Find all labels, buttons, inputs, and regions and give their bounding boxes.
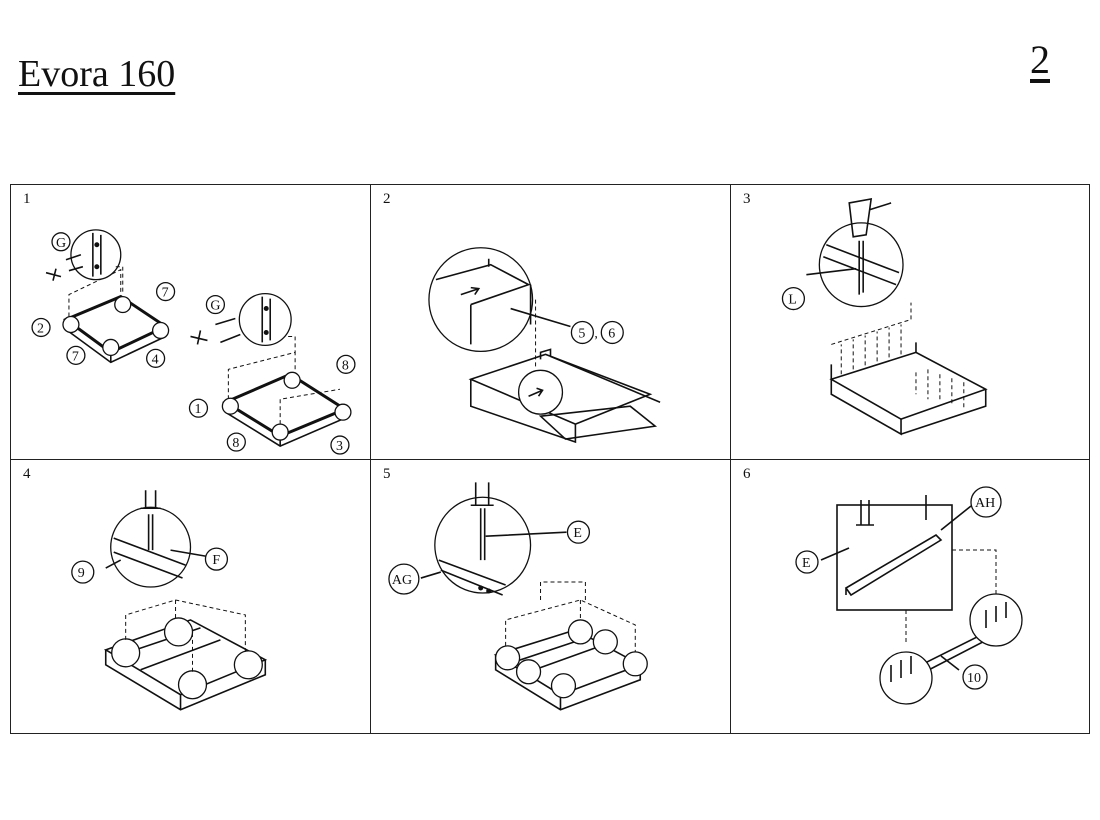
part-label-8: 8: [232, 436, 239, 451]
part-label-E: E: [573, 526, 582, 541]
part-label-G: G: [210, 299, 220, 314]
part-label-F: F: [212, 553, 220, 568]
step-3-illustration: L: [781, 197, 988, 436]
step-1-illustration: G 7 2 7 4 G 8 1 8 3: [31, 229, 356, 455]
part-label-8: 8: [342, 358, 349, 373]
step-2-illustration: 5 , 6: [428, 247, 661, 444]
step-4-illustration: 9 F: [71, 490, 268, 711]
step-number: 4: [23, 466, 31, 482]
step-1-panel: 1: [11, 185, 371, 460]
part-label-2: 2: [37, 321, 44, 336]
step-6-illustration: E AH 10: [795, 486, 1023, 705]
step-5-panel: 5 E AG: [371, 460, 731, 733]
part-label-4: 4: [152, 352, 159, 367]
part-label-E: E: [802, 556, 811, 571]
label-separator: ,: [594, 326, 597, 341]
step-6-panel: 6 E AH 10: [731, 460, 1089, 733]
part-label-1: 1: [194, 402, 201, 417]
part-label-3: 3: [336, 439, 343, 454]
step-3-panel: 3 L: [731, 185, 1089, 460]
step-number: 3: [743, 191, 751, 207]
part-label-L: L: [788, 293, 797, 308]
part-label-AG: AG: [392, 573, 412, 588]
part-label-5: 5: [578, 326, 585, 341]
part-label-G: G: [56, 236, 66, 251]
part-label-AH: AH: [975, 496, 995, 511]
document-title: Evora 160: [18, 53, 176, 95]
step-number: 5: [383, 466, 391, 482]
instruction-grid: 1: [10, 184, 1090, 734]
step-2-panel: 2 5 , 6: [371, 185, 731, 460]
part-label-10: 10: [967, 671, 981, 686]
part-label-9: 9: [78, 566, 85, 581]
step-4-panel: 4 9 F: [11, 460, 371, 733]
step-5-illustration: E AG: [388, 482, 648, 711]
step-number: 1: [23, 191, 31, 207]
step-number: 6: [743, 466, 751, 482]
step-number: 2: [383, 191, 391, 207]
part-label-7: 7: [72, 349, 79, 364]
part-label-7: 7: [162, 286, 169, 301]
page-number: 2: [1030, 37, 1050, 82]
part-label-6: 6: [608, 326, 615, 341]
